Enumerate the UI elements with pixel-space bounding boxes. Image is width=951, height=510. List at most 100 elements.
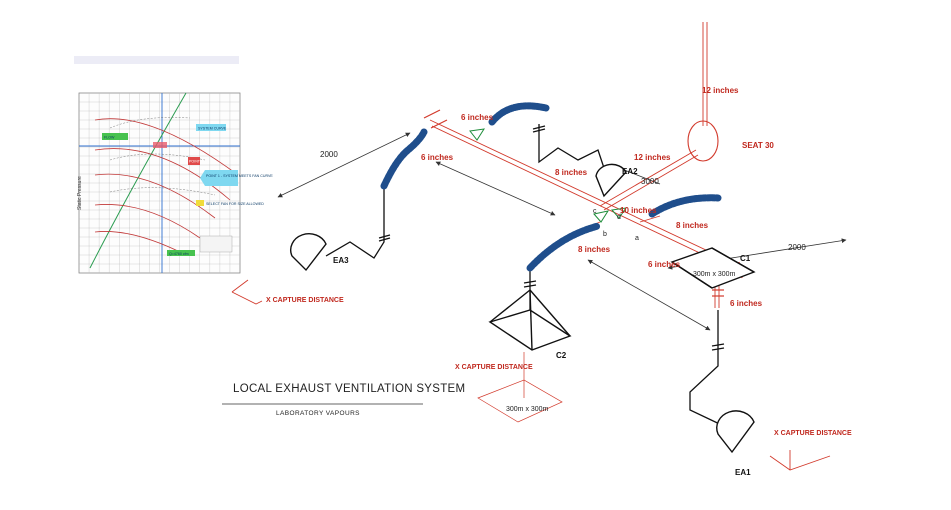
hood-ea3 — [290, 233, 327, 272]
hoods — [290, 163, 756, 454]
callout-green-left — [102, 133, 128, 140]
eff-curve-3 — [109, 187, 216, 196]
chart-ylabel: Static Pressure — [77, 176, 83, 210]
capture-mark-right — [769, 455, 831, 471]
title-block: LOCAL EXHAUST VENTILATION SYSTEM LABORAT… — [222, 383, 465, 417]
pipework — [325, 124, 729, 429]
fan-curve-chart: Static Pressure FLOW SYSTEM CURVE POINT … — [74, 56, 273, 274]
callout-green-bottom — [167, 250, 195, 256]
hood-c1-edge-1 — [671, 261, 713, 289]
ea2-pipe — [538, 124, 607, 175]
label-ea2: EA2 — [622, 167, 638, 176]
ea3-coupler — [378, 234, 391, 239]
fan-curve-5 — [94, 231, 181, 253]
hose-c2 — [526, 222, 602, 272]
callout-green-bottom-text: Q=4760 cfm — [169, 252, 189, 256]
fan-curve-3 — [94, 173, 216, 219]
label-8in-main: 8 inches — [555, 168, 588, 177]
damper-3 — [611, 207, 628, 219]
seat-fan — [687, 120, 719, 162]
callout-cyan-top-text: SYSTEM CURVE — [198, 127, 227, 131]
flex-hoses — [380, 102, 722, 272]
label-junction-d: d — [617, 214, 621, 221]
callout-yellow-right-text: SELECT FAN FOR SIZE ALLOWED — [206, 202, 264, 206]
hose-top — [488, 102, 550, 126]
callout-yellow-right — [196, 200, 204, 206]
hood-c2-top — [488, 309, 572, 351]
fan-curve-1 — [94, 118, 239, 176]
label-10in: 10 inches — [620, 206, 657, 215]
hood-c2-edge-1 — [489, 289, 531, 323]
label-c1-size: 300m x 300m — [693, 271, 736, 278]
label-6in-top: 6 inches — [461, 113, 494, 122]
label-ea3: EA3 — [333, 256, 349, 265]
label-junction-b: b — [603, 231, 607, 238]
label-12in-horizontal: 12 inches — [634, 153, 671, 162]
hood-c1-edge-2 — [711, 247, 755, 273]
duct-network — [231, 22, 831, 471]
flange-left-2 — [430, 119, 448, 129]
diagram-title: LOCAL EXHAUST VENTILATION SYSTEM — [233, 383, 465, 395]
fan-curve-4 — [94, 204, 201, 239]
chart-header-smudge — [74, 56, 239, 64]
ea3-pipe — [325, 186, 385, 259]
stub-lower-right — [639, 215, 661, 223]
ea2-coupler-2 — [532, 128, 546, 133]
capture-mark-left-2 — [231, 279, 249, 293]
c2-coupler — [523, 280, 537, 284]
ea1-pipe — [689, 310, 729, 429]
label-8in-right: 8 inches — [676, 221, 709, 230]
callout-green-left-text: FLOW — [104, 136, 115, 140]
operating-point-marker — [153, 142, 167, 148]
ea2-coupler — [532, 125, 546, 130]
callout-red-small — [188, 157, 200, 165]
hood-c2-edge-3 — [529, 289, 533, 351]
label-c2: C2 — [556, 351, 567, 360]
c2-coupler-2 — [523, 284, 537, 288]
diagram-subtitle: LABORATORY VAPOURS — [276, 410, 360, 417]
callout-cyan-top — [196, 124, 226, 131]
damper-2 — [593, 210, 610, 223]
hood-ea1 — [716, 410, 755, 454]
damper-1 — [469, 128, 486, 141]
capture-mark-left — [231, 291, 263, 305]
dampers — [469, 128, 628, 223]
label-capture-left: X CAPTURE DISTANCE — [266, 297, 344, 304]
label-seat: SEAT 30 — [742, 141, 774, 150]
ea1-coupler-2 — [711, 347, 725, 351]
label-ea1: EA1 — [735, 468, 751, 477]
fan-curve-2 — [94, 148, 231, 201]
callout-cyan-mid — [200, 170, 238, 186]
label-junction-c: c — [593, 208, 597, 215]
label-flow-3000: 3000 — [641, 177, 659, 186]
main-duct-upper — [429, 119, 743, 268]
label-6in-c1: 6 inches — [648, 260, 681, 269]
callout-cyan-mid-text: POINT 1 - SYSTEM MEETS FAN CURVE — [206, 174, 273, 178]
label-6in-bottom: 6 inches — [730, 299, 763, 308]
label-6in-left: 6 inches — [421, 153, 454, 162]
dim-2000-left — [277, 132, 411, 198]
hood-c2-edge-2 — [529, 289, 571, 337]
callout-red-small-text: POINT — [189, 160, 201, 164]
ea3-coupler-2 — [378, 237, 391, 242]
duct-labels: 6 inches 6 inches 8 inches 12 inches 12 … — [266, 86, 852, 437]
label-capture-right: X CAPTURE DISTANCE — [774, 430, 852, 437]
dim-3000-lower — [587, 259, 711, 331]
hose-c1 — [648, 194, 722, 218]
eff-curve-1 — [109, 117, 191, 129]
label-junction-a: a — [635, 235, 639, 242]
main-duct-lower — [431, 125, 743, 274]
label-capture-mid: X CAPTURE DISTANCE — [455, 364, 533, 371]
riser-branch — [599, 149, 697, 207]
flange-left — [423, 109, 441, 119]
label-dist-right: 2000 — [788, 243, 806, 252]
label-8in-mid: 8 inches — [578, 245, 611, 254]
ea1-coupler — [711, 343, 725, 347]
hose-ea3 — [380, 128, 428, 190]
hood-ea2 — [595, 163, 627, 198]
riser-branch-2 — [603, 154, 699, 211]
system-curve — [89, 92, 187, 269]
label-c1: C1 — [740, 254, 751, 263]
dim-3000-upper — [435, 161, 556, 216]
